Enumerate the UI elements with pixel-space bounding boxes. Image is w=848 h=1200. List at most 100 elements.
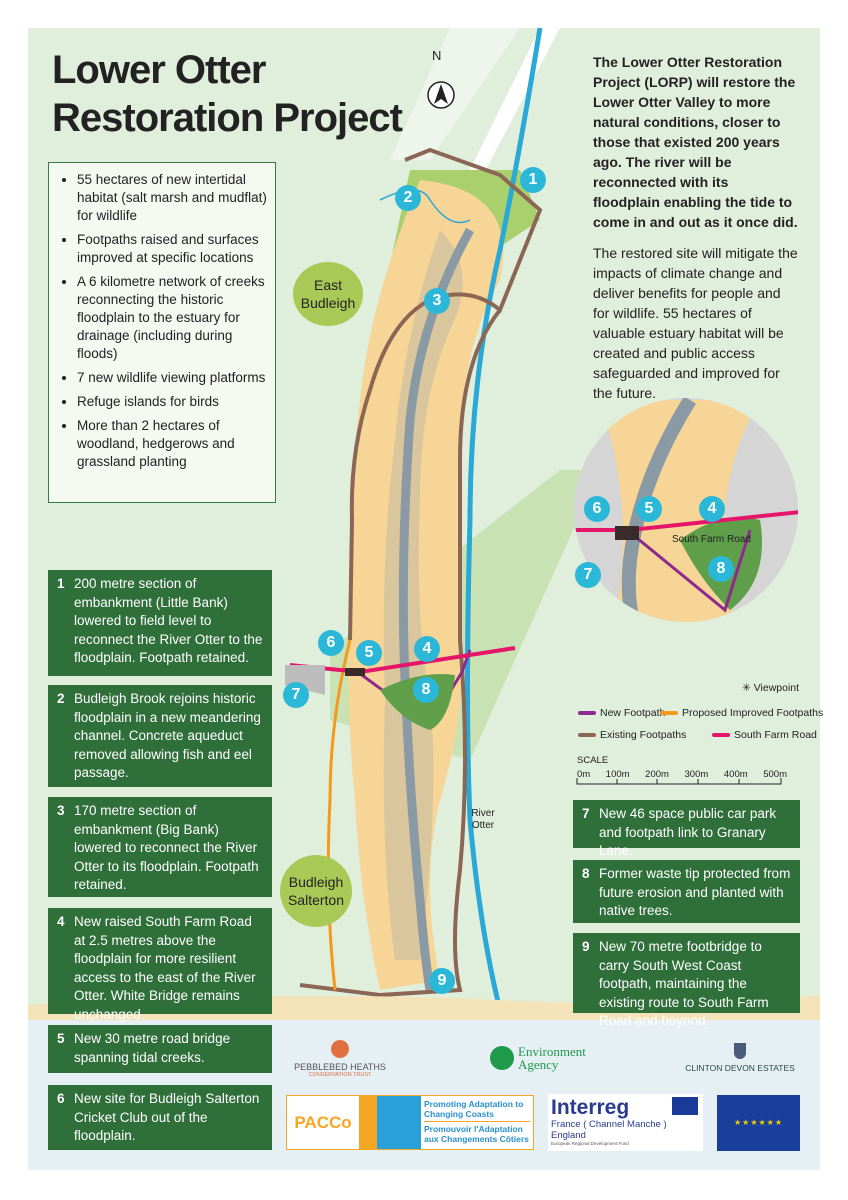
item-number: 6: [57, 1091, 65, 1106]
tree-icon: [490, 1046, 514, 1070]
item-box-1: 1 200 metre section of embankment (Little…: [48, 570, 272, 676]
compass-label: N: [432, 48, 442, 63]
legend-viewpoint: ✳ Viewpoint: [742, 682, 799, 694]
legend-proposed: Proposed Improved Footpaths: [660, 707, 823, 719]
item-text: 200 metre section of embankment (Little …: [74, 576, 263, 665]
legend-label: South Farm Road: [734, 729, 817, 741]
title-line: Restoration Project: [52, 96, 403, 140]
legend-label: Viewpoint: [753, 682, 800, 694]
scale-tick: 200m: [645, 769, 669, 780]
page-title: Lower Otter Restoration Project: [52, 46, 403, 142]
item-box-9: 9 New 70 metre footbridge to carry South …: [573, 933, 800, 1028]
item-box-6: 6 New site for Budleigh Salterton Cricket…: [48, 1085, 272, 1150]
eu-flag-icon: ★★★★★★: [717, 1095, 800, 1151]
budleigh-salterton-label: Budleigh Salterton: [280, 855, 352, 927]
marker-1[interactable]: 1: [520, 167, 546, 193]
marker-6[interactable]: 6: [318, 630, 344, 656]
proposed-footpath: [326, 639, 352, 991]
item-text: Budleigh Brook rejoins historic floodpla…: [74, 691, 261, 780]
scale-tick: 500m: [763, 769, 787, 780]
bridge: [345, 668, 365, 676]
item-number: 8: [582, 866, 590, 881]
sea-streak: [390, 28, 520, 160]
legend-label: Existing Footpaths: [600, 729, 687, 741]
item-box-5: 5 New 30 metre road bridge spanning tidal…: [48, 1025, 272, 1073]
logo-text: Promouvoir l'Adaptation aux Changements …: [424, 1124, 529, 1144]
scale-tick: 400m: [723, 769, 748, 780]
logo-text: France ( Channel Manche ) England: [551, 1119, 667, 1141]
scale-tick: 100m: [605, 769, 630, 780]
key-fact: More than 2 hectares of woodland, hedger…: [77, 417, 269, 471]
logo-text: PEBBLEBED HEATHS: [294, 1062, 386, 1072]
title-line: Lower Otter: [52, 48, 266, 92]
swatch: [578, 733, 596, 738]
marker-5[interactable]: 5: [356, 640, 382, 666]
compass-arrow: [434, 84, 448, 104]
item-text: New raised South Farm Road at 2.5 metres…: [74, 914, 256, 1022]
item-number: 7: [582, 806, 590, 821]
key-fact: A 6 kilometre network of creeks reconnec…: [77, 273, 269, 363]
item-text: 170 metre section of embankment (Big Ban…: [74, 803, 259, 892]
logo-text: PACCo: [294, 1112, 352, 1132]
marker-2[interactable]: 2: [395, 185, 421, 211]
legend-new-footpath: New Footpath: [578, 707, 665, 719]
scale-tick: 0m: [577, 769, 591, 780]
key-fact: 7 new wildlife viewing platforms: [77, 369, 269, 387]
shield-icon: [734, 1043, 746, 1059]
logo-text: CLINTON DEVON ESTATES: [685, 1063, 795, 1073]
item-text: New 30 metre road bridge spanning tidal …: [74, 1031, 231, 1065]
key-fact: Refuge islands for birds: [77, 393, 269, 411]
scale-tick: 300m: [684, 769, 709, 780]
logo-text: European Regional Development Fund: [551, 1141, 629, 1146]
river-otter-channel: [398, 227, 474, 991]
key-fact: Footpaths raised and surfaces improved a…: [77, 231, 269, 267]
legend-south-farm-road: South Farm Road: [712, 729, 817, 741]
item-text: New site for Budleigh Salterton Cricket …: [74, 1091, 260, 1143]
logo-text: Environment Agency: [518, 1044, 586, 1072]
key-facts-box: 55 hectares of new intertidal habitat (s…: [48, 162, 276, 503]
inset-marker-4[interactable]: 4: [699, 496, 725, 522]
viewpoint-icon: ✳: [742, 682, 754, 694]
clinton-devon-logo: CLINTON DEVON ESTATES: [680, 1043, 800, 1073]
swatch: [578, 711, 596, 716]
inset-marker-5[interactable]: 5: [636, 496, 662, 522]
marker-8[interactable]: 8: [413, 677, 439, 703]
marker-4[interactable]: 4: [414, 636, 440, 662]
marker-7[interactable]: 7: [283, 682, 309, 708]
item-text: New 70 metre footbridge to carry South W…: [599, 939, 769, 1028]
existing-footpath: [299, 308, 502, 998]
marker-3[interactable]: 3: [424, 288, 450, 314]
item-number: 3: [57, 803, 65, 818]
scale-title: SCALE: [577, 755, 609, 766]
south-farm-road-label: South Farm Road: [672, 534, 751, 545]
item-number: 2: [57, 691, 65, 706]
key-fact: 55 hectares of new intertidal habitat (s…: [77, 171, 269, 225]
marker-9[interactable]: 9: [429, 968, 455, 994]
scale-ticks: 0m 100m 200m 300m 400m 500m: [577, 769, 787, 780]
item-number: 5: [57, 1031, 65, 1046]
interreg-logo: Interreg France ( Channel Manche ) Engla…: [548, 1094, 703, 1151]
river-otter-label: River Otter: [471, 808, 495, 831]
item-number: 9: [582, 939, 590, 954]
item-number: 1: [57, 576, 65, 591]
legend-label: Proposed Improved Footpaths: [682, 707, 824, 719]
environment-agency-logo: Environment Agency: [490, 1045, 598, 1071]
pacco-logo: PACCo Promoting Adaptation to Changing C…: [286, 1095, 534, 1150]
swatch: [660, 711, 678, 716]
inset-marker-6[interactable]: 6: [584, 496, 610, 522]
pebble-icon: [331, 1040, 349, 1058]
item-box-8: 8 Former waste tip protected from future …: [573, 860, 800, 923]
item-box-2: 2 Budleigh Brook rejoins historic floodpl…: [48, 685, 272, 787]
inset-marker-7[interactable]: 7: [575, 562, 601, 588]
eu-flag-icon: [672, 1097, 698, 1115]
inset-marker-8[interactable]: 8: [708, 556, 734, 582]
body-text: The restored site will mitigate the impa…: [593, 245, 798, 401]
pebblebed-logo: PEBBLEBED HEATHS CONSERVATION TRUST: [285, 1040, 395, 1078]
item-text: Former waste tip protected from future e…: [599, 866, 791, 918]
legend-existing: Existing Footpaths: [578, 729, 686, 741]
swatch: [712, 733, 730, 738]
logo-text: CONSERVATION TRUST: [308, 1072, 372, 1078]
coast-map-icon: [359, 1096, 421, 1149]
